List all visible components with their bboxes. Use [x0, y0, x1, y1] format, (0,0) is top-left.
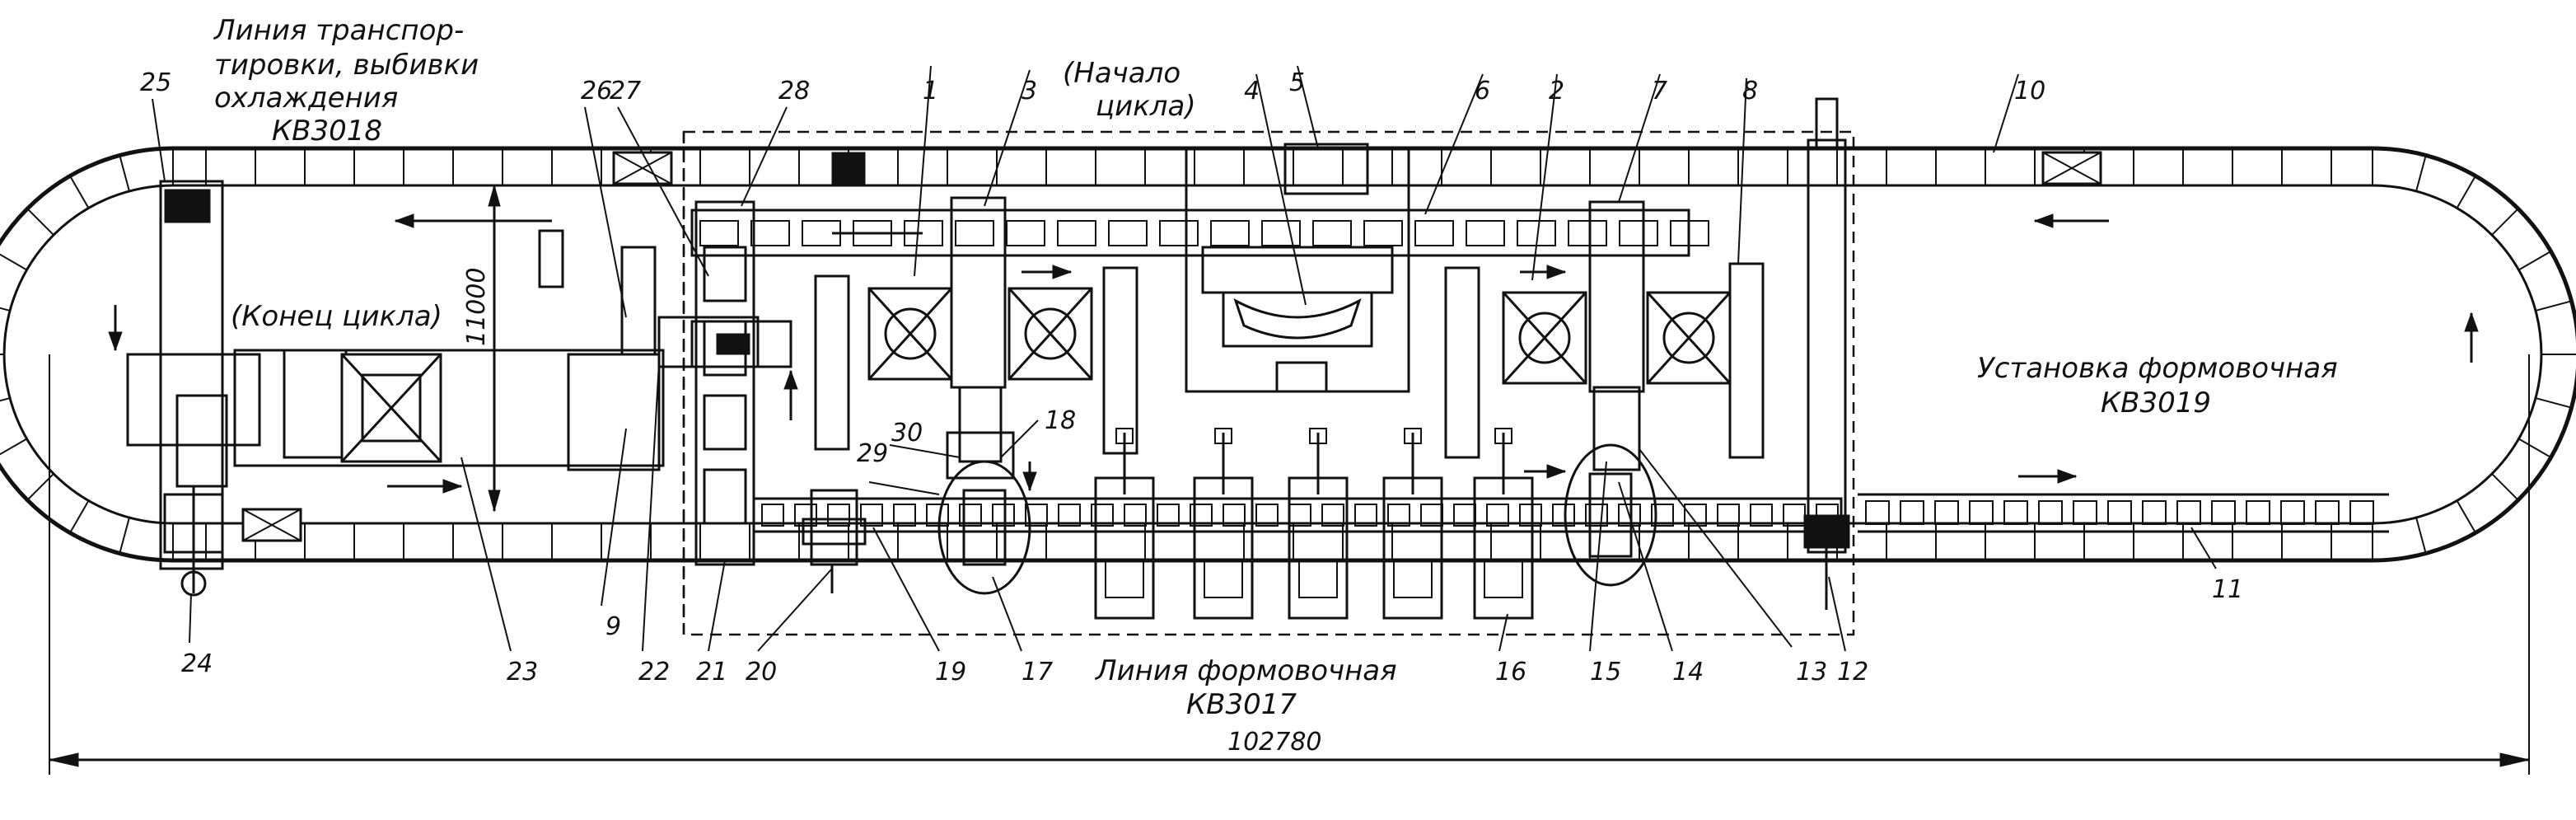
- callout-24: 24: [181, 649, 213, 678]
- mixer-unit: [1185, 143, 1410, 393]
- top-beam: [690, 209, 1709, 257]
- callout-21: 21: [696, 658, 727, 686]
- turntable-14: [1564, 443, 1657, 587]
- molding-line-caption-2: КВ3017: [1186, 688, 1297, 721]
- unit-20: [802, 489, 867, 593]
- press-1: [867, 196, 1093, 480]
- transport-line-caption-2: тировки, выбивки: [214, 49, 479, 82]
- carriage-chain-11: [1858, 493, 2389, 533]
- overall-dimension: [49, 354, 2530, 775]
- leader-lines: [152, 65, 2217, 652]
- callout-5: 5: [1289, 68, 1305, 97]
- transfer-12: [1803, 97, 1850, 610]
- callout-3: 3: [1022, 77, 1037, 105]
- callout-13: 13: [1796, 658, 1827, 686]
- callout-4: 4: [1244, 77, 1260, 105]
- cooling-drum: [233, 229, 760, 471]
- callout-9: 9: [605, 612, 621, 641]
- callout-8: 8: [1742, 77, 1758, 105]
- callout-22: 22: [638, 658, 670, 686]
- bottom-chain: [752, 497, 1843, 533]
- callout-11: 11: [2212, 575, 2243, 604]
- transport-line-caption-4: КВ3018: [272, 115, 382, 148]
- vertical-hoppers: [814, 262, 1765, 459]
- transport-line-caption-1: Линия транспор-: [213, 14, 464, 47]
- callout-23: 23: [507, 658, 538, 686]
- callout-19: 19: [935, 658, 966, 686]
- callout-14: 14: [1672, 658, 1704, 686]
- molding-line-caption-1: Линия формовочная: [1094, 654, 1397, 687]
- turntable-17: [937, 460, 1031, 595]
- callout-12: 12: [1837, 658, 1868, 686]
- callout-15: 15: [1590, 658, 1621, 686]
- molding-unit-caption-2: КВ3019: [2101, 387, 2211, 419]
- callout-25: 25: [140, 68, 171, 97]
- flow-arrows: [108, 213, 2479, 494]
- cycle-end-caption: (Конец цикла): [231, 300, 442, 333]
- flask-stations: [1094, 428, 1534, 620]
- press-2: [1502, 200, 1732, 471]
- callout-6: 6: [1475, 77, 1490, 105]
- callout-10: 10: [2014, 77, 2045, 105]
- callout-7: 7: [1652, 77, 1667, 105]
- callout-27: 27: [610, 77, 641, 105]
- overall-length-label: 102780: [1227, 728, 1322, 757]
- left-end-unit: [126, 180, 261, 597]
- callout-1: 1: [923, 77, 938, 105]
- callout-18: 18: [1045, 406, 1076, 435]
- cycle-start-caption-2: цикла): [1096, 90, 1196, 123]
- callout-30: 30: [891, 419, 923, 447]
- molding-unit-caption-1: Установка формовочная: [1977, 352, 2338, 385]
- callout-20: 20: [746, 658, 777, 686]
- callout-16: 16: [1495, 658, 1526, 686]
- width-label: 11000: [462, 268, 491, 346]
- callout-2: 2: [1549, 77, 1564, 105]
- callout-29: 29: [857, 439, 888, 468]
- callout-28: 28: [778, 77, 810, 105]
- width-dimension: [488, 184, 501, 513]
- transport-line-caption-3: охлаждения: [214, 82, 398, 115]
- callout-26: 26: [581, 77, 612, 105]
- callout-17: 17: [1022, 658, 1053, 686]
- cycle-start-caption-1: (Начало: [1063, 57, 1180, 90]
